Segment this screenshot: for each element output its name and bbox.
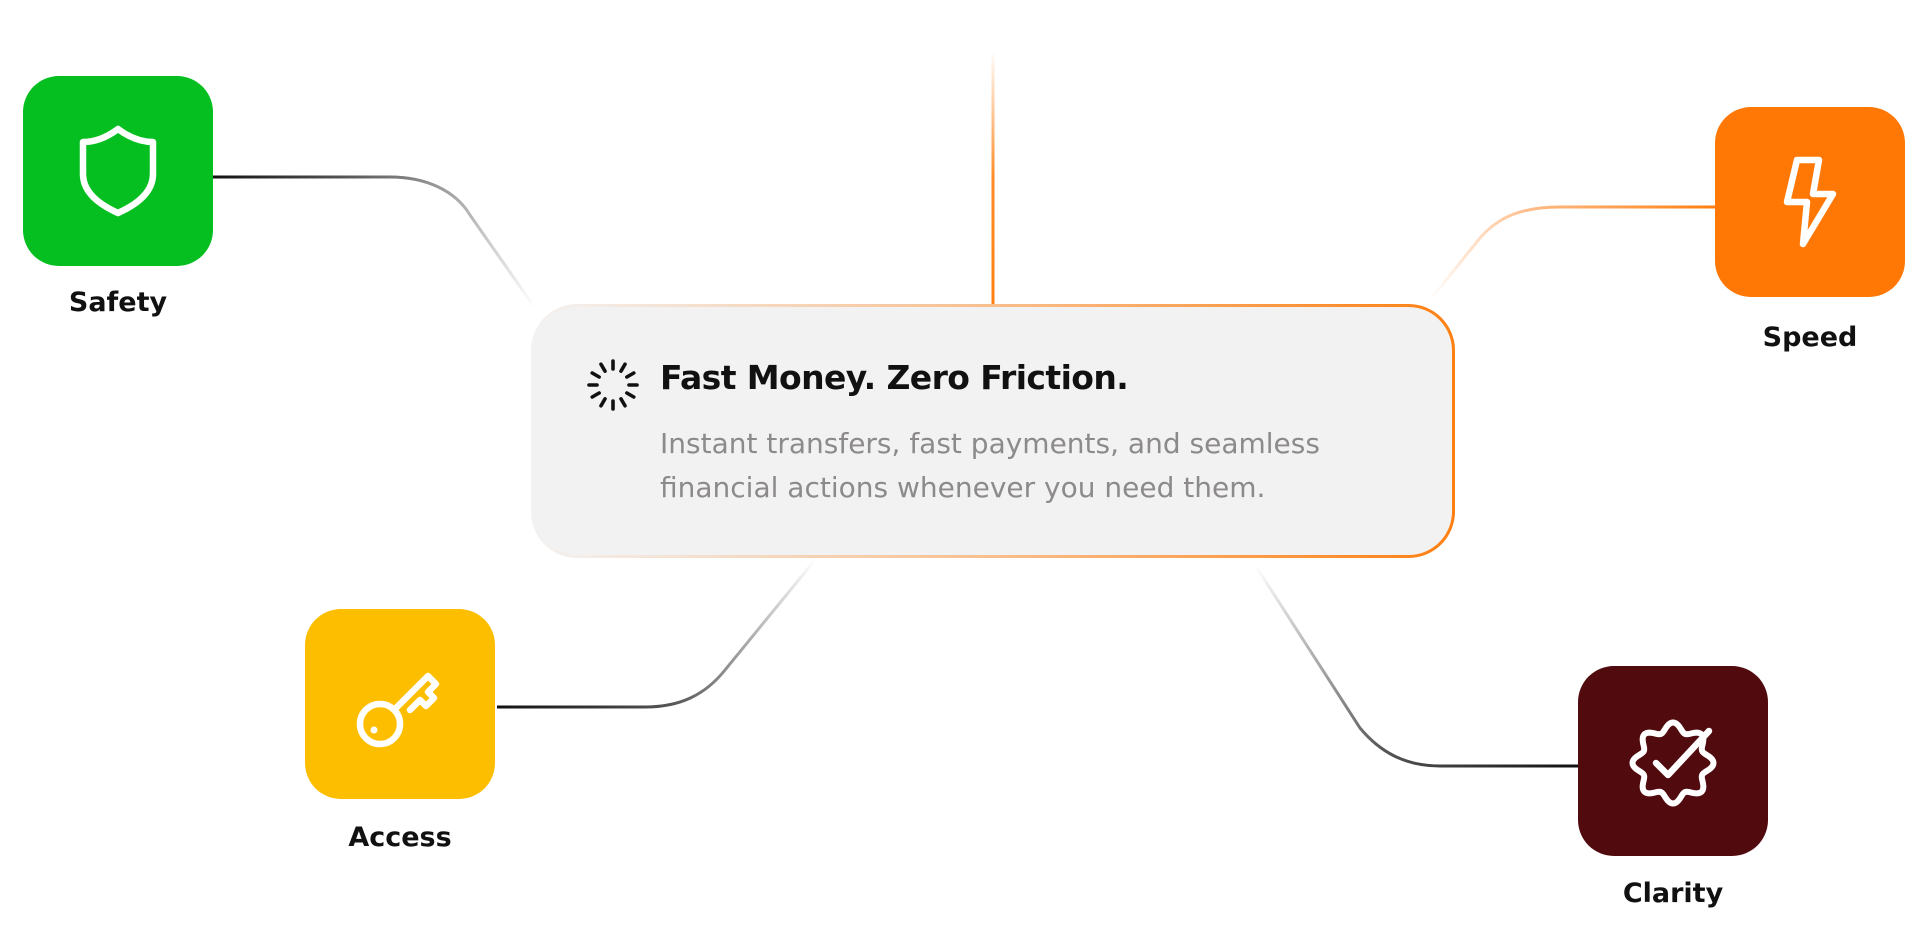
loader-ray (625, 371, 636, 379)
safety-label: Safety (68, 287, 168, 318)
loader-ray (619, 397, 627, 408)
card-description-line: Instant transfers, fast payments, and se… (660, 427, 1320, 460)
card-description-line: financial actions whenever you need them… (660, 471, 1266, 504)
connector-clarity (1253, 564, 1578, 768)
clarity-label: Clarity (1622, 878, 1724, 909)
loader-ray (599, 397, 607, 408)
connector-access (497, 559, 817, 709)
connector-speed (1428, 205, 1715, 301)
speed-label: Speed (1762, 322, 1858, 353)
loader-ray (625, 391, 636, 399)
loader-icon (587, 359, 639, 411)
card-title: Fast Money. Zero Friction. (660, 358, 1129, 397)
loader-ray (590, 371, 601, 379)
key-icon (356, 672, 440, 748)
clarity-tile[interactable] (1578, 666, 1768, 856)
safety-tile[interactable] (23, 76, 213, 266)
lightning-bolt-icon (1783, 156, 1837, 248)
connector-safety (213, 175, 537, 309)
access-tile[interactable] (305, 609, 495, 799)
access-label: Access (348, 822, 452, 853)
card-description: Instant transfers, fast payments, and se… (660, 422, 1380, 510)
loader-ray (619, 362, 627, 373)
badge-check-icon (1629, 719, 1717, 807)
loader-ray (599, 362, 607, 373)
shield-icon (79, 125, 157, 217)
loader-ray (590, 391, 601, 399)
speed-tile[interactable] (1715, 107, 1905, 297)
